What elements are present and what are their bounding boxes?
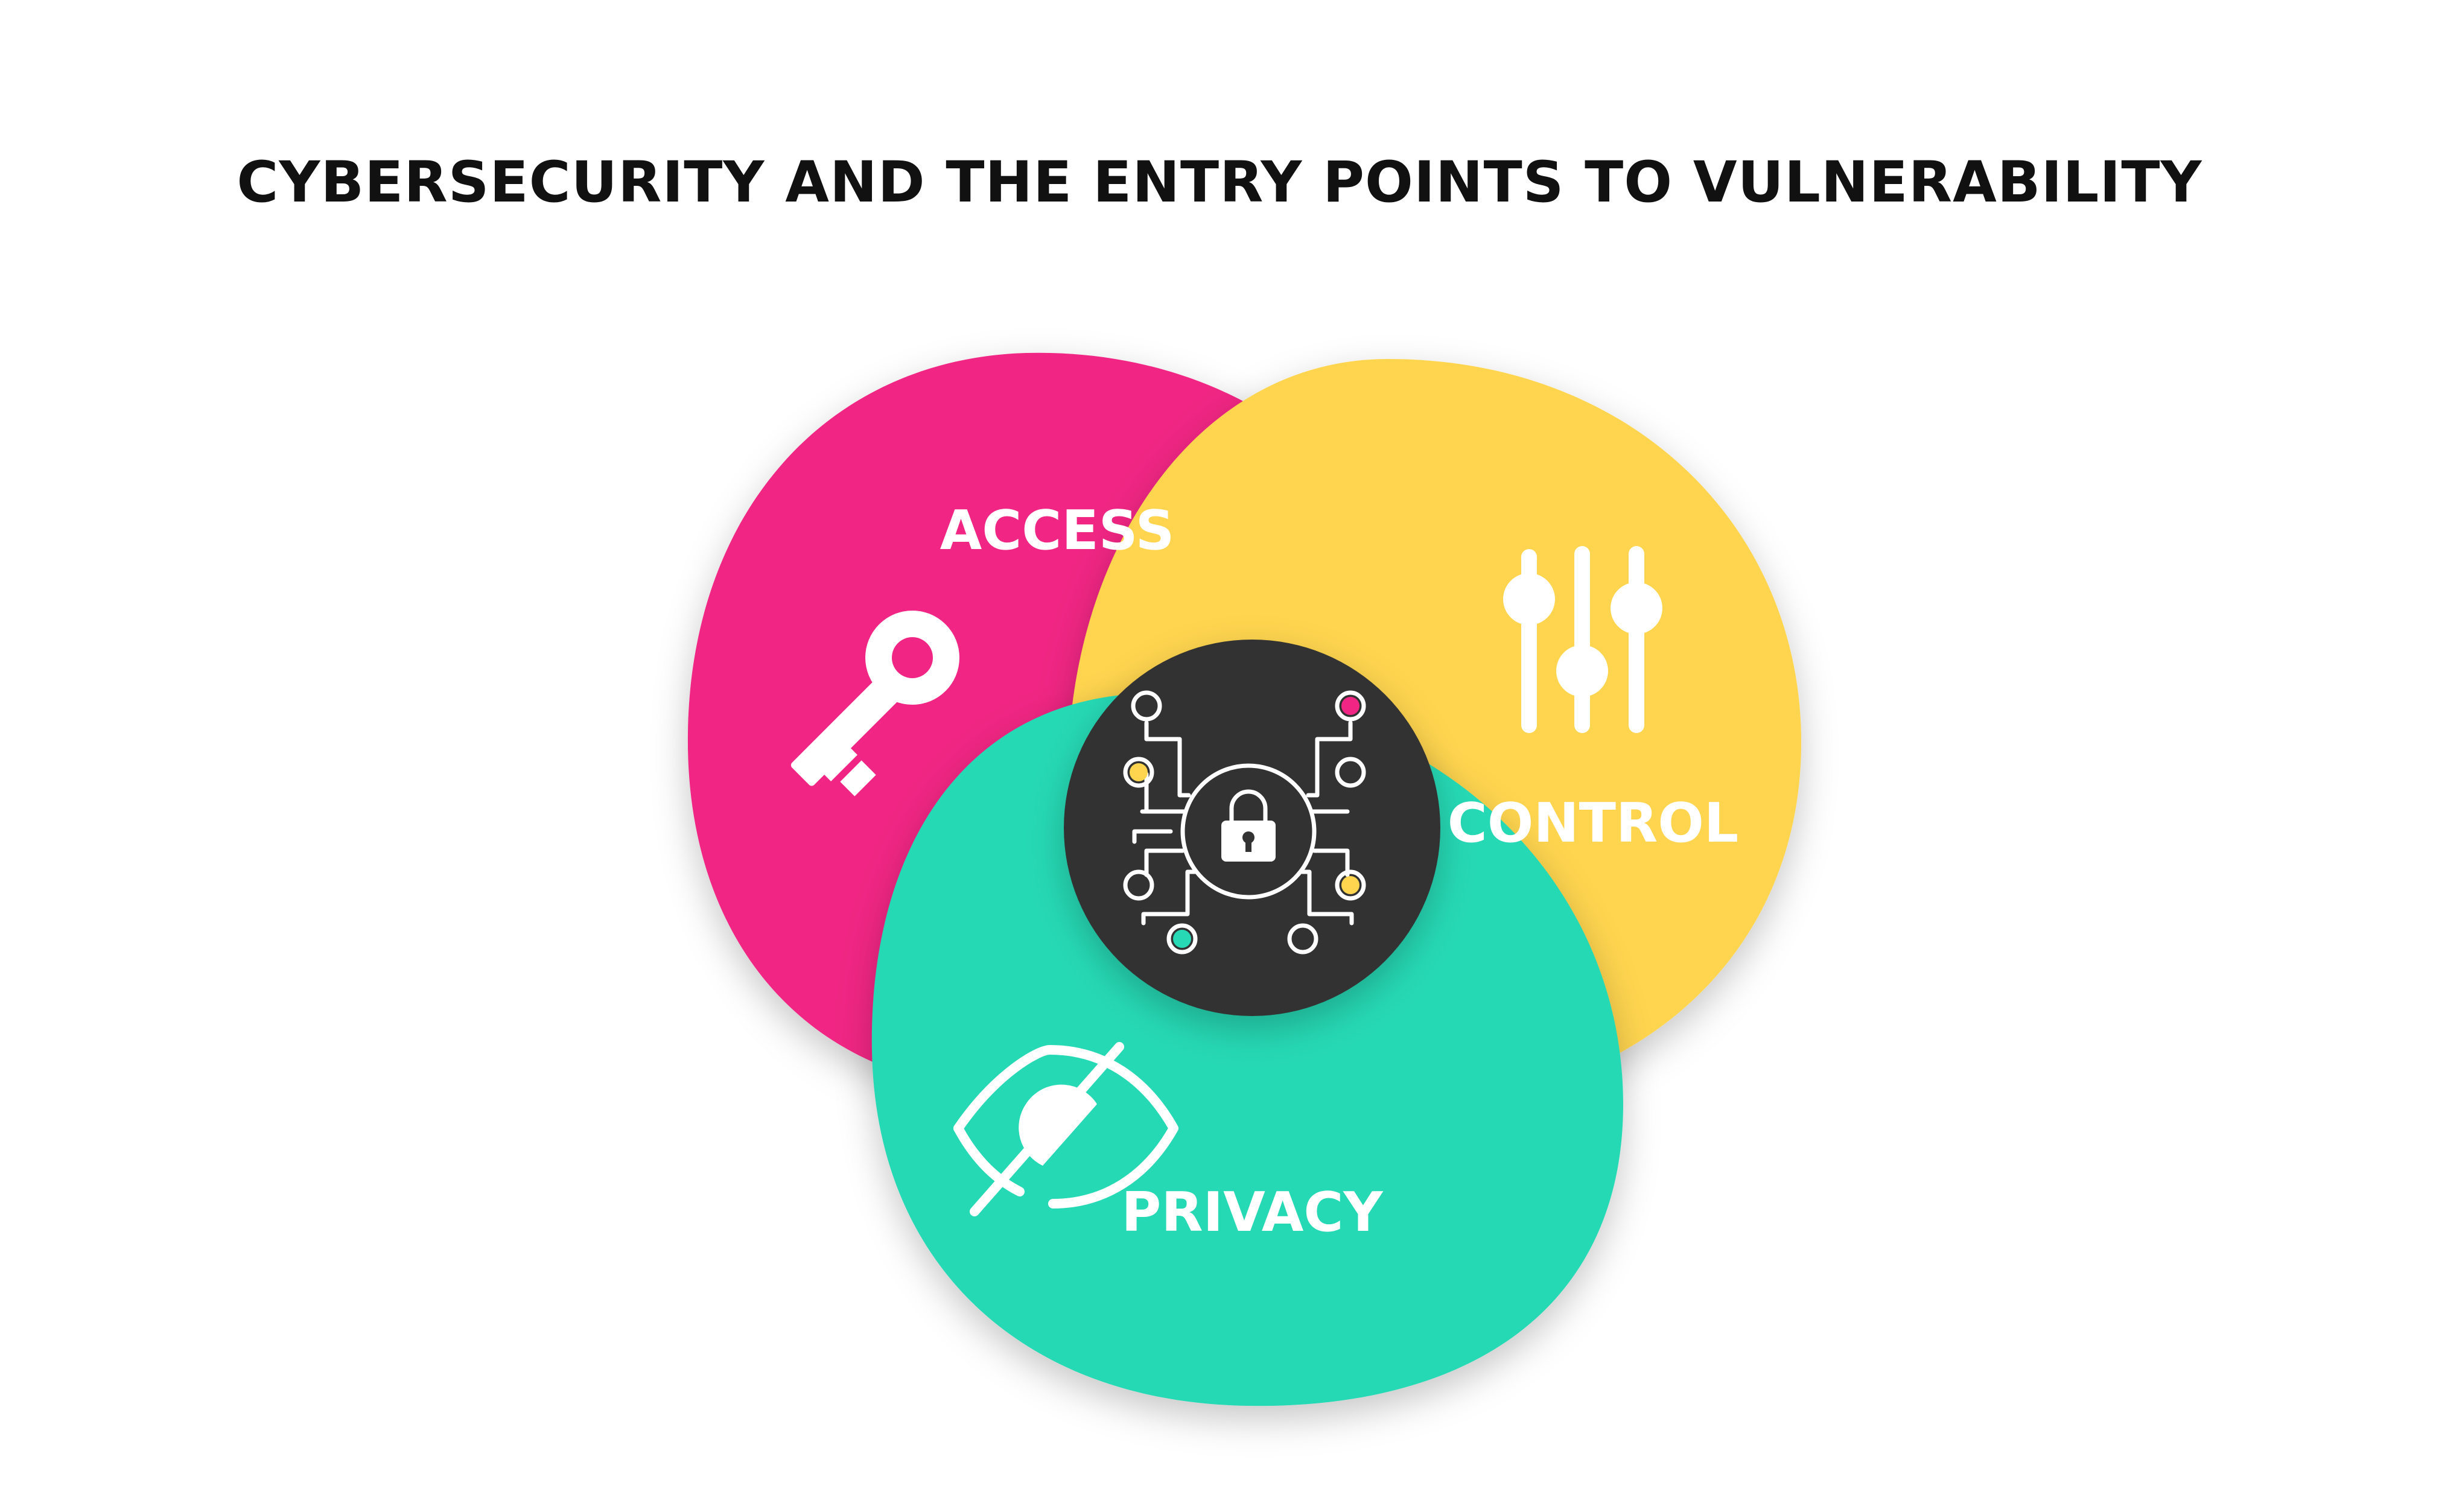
network-lock-icon [1123, 690, 1366, 955]
access-label: ACCESS [940, 499, 1175, 562]
sliders-icon [1503, 546, 1662, 733]
privacy-label: PRIVACY [1121, 1181, 1384, 1244]
privacy-circle [871, 692, 1623, 1406]
diagram-title: CYBERSECURITY AND THE ENTRY POINTS TO VU… [237, 150, 2202, 215]
control-label: CONTROL [1448, 792, 1738, 855]
